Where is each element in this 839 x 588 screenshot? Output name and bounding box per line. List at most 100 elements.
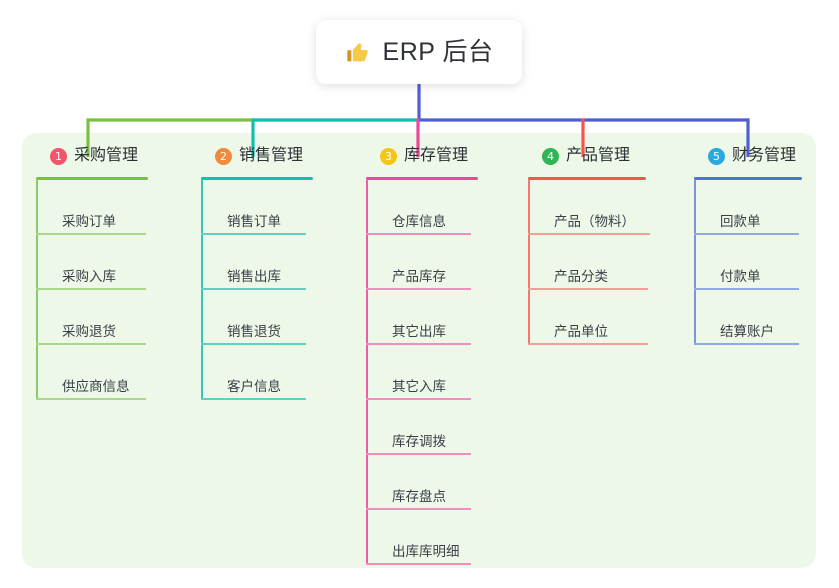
- module-number-badge: 1: [50, 147, 67, 165]
- submodule-item[interactable]: 客户信息: [201, 345, 351, 400]
- module-header-label: 销售管理: [239, 147, 304, 164]
- submodule-item-rule: [366, 288, 471, 290]
- submodule-item-label: 产品库存: [392, 268, 446, 284]
- submodule-list: 仓库信息产品库存其它出库其它入库库存调拨库存盘点出库库明细: [366, 180, 516, 565]
- submodule-item-label: 供应商信息: [62, 378, 130, 394]
- submodule-item-rule: [366, 453, 471, 455]
- module-number-badge: 5: [708, 147, 725, 165]
- root-title-inner: ERP 后台: [345, 39, 494, 65]
- submodule-item[interactable]: 销售订单: [201, 180, 351, 235]
- submodule-item-label: 产品（物料）: [554, 213, 635, 229]
- column-spine: [366, 180, 368, 565]
- submodule-item-rule: [366, 563, 471, 565]
- submodule-list: 回款单付款单结算账户: [694, 180, 834, 345]
- column-spine: [201, 180, 203, 400]
- submodule-item-label: 销售出库: [227, 268, 281, 284]
- submodule-item[interactable]: 采购订单: [36, 180, 186, 235]
- submodule-item-label: 采购退货: [62, 323, 116, 339]
- submodule-item[interactable]: 产品分类: [528, 235, 688, 290]
- module-number-badge: 2: [215, 147, 232, 165]
- module-column-1: 1 采购管理采购订单采购入库采购退货供应商信息: [36, 143, 186, 400]
- submodule-item-label: 产品分类: [554, 268, 608, 284]
- submodule-item[interactable]: 结算账户: [694, 290, 834, 345]
- module-header-rule: [36, 177, 148, 180]
- submodule-item-label: 结算账户: [720, 323, 774, 339]
- submodule-item-label: 回款单: [720, 213, 761, 229]
- submodule-item-rule: [36, 343, 146, 345]
- submodule-item-rule: [36, 288, 146, 290]
- submodule-item[interactable]: 其它出库: [366, 290, 516, 345]
- submodule-item-rule: [528, 288, 648, 290]
- submodule-item-rule: [366, 398, 471, 400]
- module-header-5[interactable]: 5 财务管理: [694, 143, 834, 169]
- submodule-item-rule: [36, 233, 146, 235]
- submodule-item-rule: [694, 343, 799, 345]
- submodule-item-rule: [528, 233, 650, 235]
- root-title-text: ERP 后台: [382, 37, 494, 66]
- submodule-item-label: 付款单: [720, 268, 761, 284]
- submodule-item-rule: [694, 233, 799, 235]
- submodule-item[interactable]: 回款单: [694, 180, 834, 235]
- submodule-item-label: 其它入库: [392, 378, 446, 394]
- submodule-item-rule: [201, 288, 306, 290]
- submodule-list: 采购订单采购入库采购退货供应商信息: [36, 180, 186, 400]
- submodule-item[interactable]: 库存盘点: [366, 455, 516, 510]
- submodule-item-rule: [694, 288, 799, 290]
- submodule-item[interactable]: 产品单位: [528, 290, 688, 345]
- submodule-item[interactable]: 产品（物料）: [528, 180, 688, 235]
- submodule-item[interactable]: 采购入库: [36, 235, 186, 290]
- submodule-item-label: 出库库明细: [392, 543, 460, 559]
- submodule-item[interactable]: 采购退货: [36, 290, 186, 345]
- submodule-item[interactable]: 其它入库: [366, 345, 516, 400]
- module-header-label: 采购管理: [74, 147, 139, 164]
- module-header-1[interactable]: 1 采购管理: [36, 143, 186, 169]
- module-header-label: 产品管理: [566, 147, 631, 164]
- submodule-item[interactable]: 产品库存: [366, 235, 516, 290]
- submodule-item-label: 产品单位: [554, 323, 608, 339]
- module-column-5: 5 财务管理回款单付款单结算账户: [694, 143, 834, 345]
- module-header-rule: [694, 177, 802, 180]
- module-header-rule: [201, 177, 313, 180]
- submodule-item-label: 客户信息: [227, 378, 281, 394]
- submodule-item-rule: [36, 398, 146, 400]
- module-header-2[interactable]: 2 销售管理: [201, 143, 351, 169]
- submodule-list: 产品（物料） 产品分类产品单位: [528, 180, 688, 345]
- submodule-item[interactable]: 库存调拨: [366, 400, 516, 455]
- submodule-item-label: 采购订单: [62, 213, 116, 229]
- submodule-item-rule: [201, 398, 306, 400]
- column-spine: [694, 180, 696, 345]
- submodule-item-label: 销售订单: [227, 213, 281, 229]
- module-number-badge: 4: [542, 147, 559, 165]
- root-title-card[interactable]: ERP 后台: [316, 20, 522, 84]
- module-header-4[interactable]: 4 产品管理: [528, 143, 688, 169]
- submodule-item-label: 其它出库: [392, 323, 446, 339]
- module-header-rule: [366, 177, 478, 180]
- module-column-4: 4 产品管理产品（物料） 产品分类产品单位: [528, 143, 688, 345]
- module-header-label: 财务管理: [732, 147, 797, 164]
- submodule-item[interactable]: 仓库信息: [366, 180, 516, 235]
- submodule-item[interactable]: 出库库明细: [366, 510, 516, 565]
- submodule-item-label: 采购入库: [62, 268, 116, 284]
- submodule-item-rule: [201, 343, 306, 345]
- column-spine: [528, 180, 530, 345]
- modules-panel: [22, 133, 816, 568]
- submodule-item-label: 销售退货: [227, 323, 281, 339]
- column-spine: [36, 180, 38, 400]
- submodule-item[interactable]: 付款单: [694, 235, 834, 290]
- submodule-item-rule: [366, 343, 471, 345]
- module-header-label: 库存管理: [404, 147, 469, 164]
- submodule-item-label: 库存调拨: [392, 433, 446, 449]
- submodule-item-label: 仓库信息: [392, 213, 446, 229]
- submodule-item-rule: [366, 233, 471, 235]
- submodule-item[interactable]: 销售退货: [201, 290, 351, 345]
- submodule-item-rule: [528, 343, 648, 345]
- submodule-list: 销售订单销售出库销售退货客户信息: [201, 180, 351, 400]
- submodule-item[interactable]: 销售出库: [201, 235, 351, 290]
- module-column-2: 2 销售管理销售订单销售出库销售退货客户信息: [201, 143, 351, 400]
- submodule-item[interactable]: 供应商信息: [36, 345, 186, 400]
- submodule-item-rule: [366, 508, 471, 510]
- module-header-rule: [528, 177, 646, 180]
